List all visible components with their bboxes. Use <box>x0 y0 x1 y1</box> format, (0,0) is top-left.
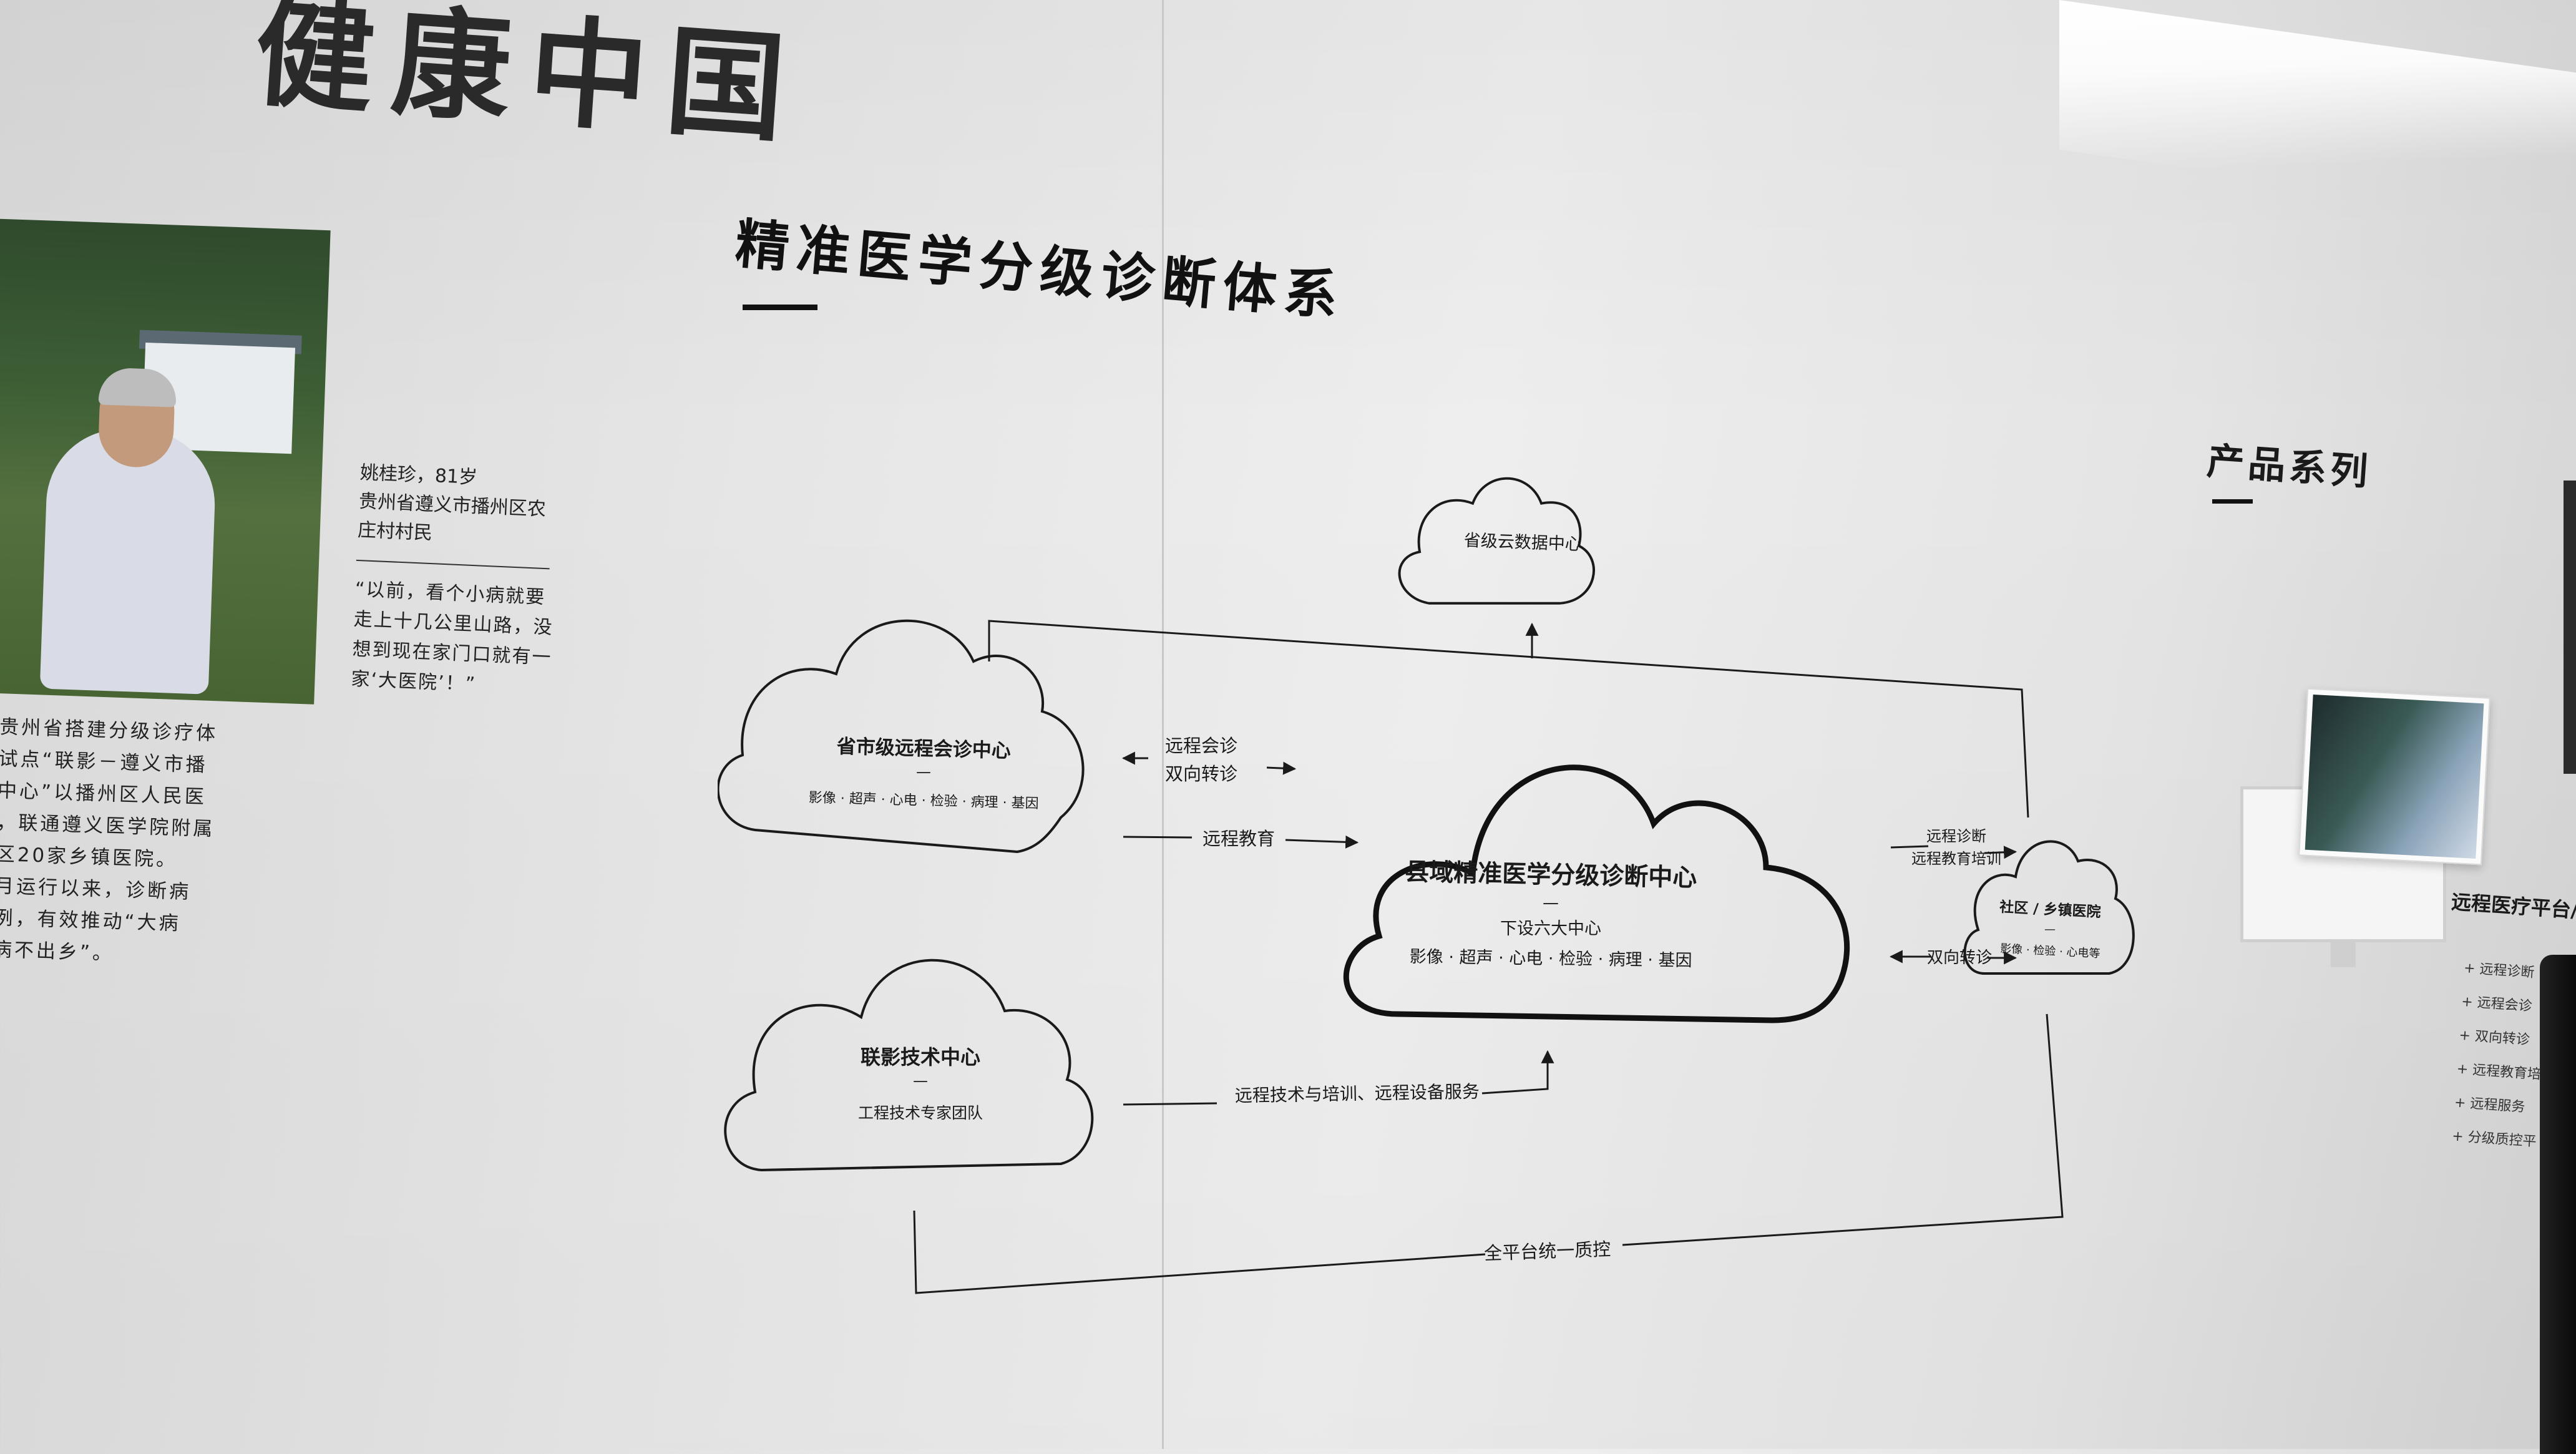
provincial-cloud-shape <box>1398 477 1595 605</box>
tech-service-line-left <box>1123 1102 1217 1106</box>
tech-center-cloud-shape <box>724 959 1094 1172</box>
city-center-cloud-shape <box>718 619 1085 854</box>
caption-divider <box>356 559 550 570</box>
two-way-referral-label-2: 双向转诊 <box>1927 949 1992 967</box>
title-underline <box>743 305 817 310</box>
product-series-underline <box>2212 499 2253 504</box>
community-cloud-shape <box>1963 840 2135 975</box>
remote-consult-label: 远程会诊 <box>1165 735 1237 756</box>
county-center-cloud-shape <box>1343 764 1850 1023</box>
tech-center-dash: — <box>913 1072 928 1090</box>
dark-panel-edge-top <box>2564 481 2576 774</box>
photo-caption: 姚桂珍，81岁 贵州省遵义市播州区农 庄村村民 “以前，看个小病就要 走上十几公… <box>351 459 560 703</box>
community-title: 社区 / 乡镇医院 <box>1999 899 2102 920</box>
arrow-to-community-diagnosis <box>1984 846 2017 859</box>
top-connector-line <box>988 620 2029 818</box>
provincial-cloud-label: 省级云数据中心 <box>1463 531 1582 555</box>
city-center-title: 省市级远程会诊中心 <box>836 735 1011 762</box>
monitor-stand <box>2331 939 2356 967</box>
dark-display-edge <box>2540 955 2576 1454</box>
quality-control-label: 全平台统一质控 <box>1484 1238 1611 1264</box>
diagram: 省级云数据中心 省市级远程会诊中心 — 影像 · 超声 · 心电 · 检验 · … <box>718 477 2135 1294</box>
quality-control-line <box>913 1210 1486 1294</box>
county-center-sub2: 影像 · 超声 · 心电 · 检验 · 病理 · 基因 <box>1410 947 1692 970</box>
city-center-subtitle: 影像 · 超声 · 心电 · 检验 · 病理 · 基因 <box>808 790 1038 812</box>
photo-person-body <box>39 426 218 695</box>
left-paragraph: 贵州省搭建分级诊疗体 试点“联影－遵义市播 中心”以播州区人民医 ，联通遵义医学… <box>0 711 218 973</box>
product-series-title: 产品系列 <box>2205 439 2373 495</box>
wall-panel-seam <box>1162 0 1164 1449</box>
diagnosis-line-left <box>1890 845 1929 849</box>
two-way-referral-label-1: 双向转诊 <box>1165 763 1237 784</box>
city-center-dash: — <box>916 763 931 781</box>
platform-feature-list: + 远程诊断 + 远程会诊 + 双向转诊 + 远程教育培 + 远程服务 + 分级… <box>2451 952 2549 1159</box>
platform-feature-item: + 远程服务 <box>2454 1095 2526 1116</box>
remote-diagnosis-label: 远程诊断 <box>1926 827 1986 845</box>
community-dash: — <box>2044 923 2056 936</box>
remote-education-label: 远程教育 <box>1203 828 1275 849</box>
portrait-photo <box>0 218 331 705</box>
caption-quote: “以前，看个小病就要 走上十几公里山路，没 想到现在家门口就有一 家‘大医院’！… <box>351 575 555 703</box>
county-center-sub1: 下设六大中心 <box>1500 919 1601 939</box>
tech-center-subtitle: 工程技术专家团队 <box>858 1104 983 1122</box>
county-center-title: 县域精准医学分级诊断中心 <box>1405 858 1697 892</box>
tech-training-service-label: 远程技术与培训、远程设备服务 <box>1235 1081 1480 1106</box>
arrow-to-county-education <box>1285 835 1359 849</box>
platform-feature-item: + 远程会诊 <box>2461 993 2533 1015</box>
tech-center-title: 联影技术中心 <box>861 1045 980 1069</box>
arrow-to-county-from-consult <box>1266 761 1297 775</box>
county-center-dash: — <box>1543 894 1559 912</box>
tablet-photo <box>2298 688 2491 866</box>
platform-feature-item: + 双向转诊 <box>2458 1027 2530 1048</box>
platform-feature-item: + 远程诊断 <box>2463 960 2535 981</box>
arrow-to-county-tech <box>1481 1050 1554 1095</box>
tablet-screen <box>2305 695 2484 859</box>
platform-feature-item: + 远程教育培 <box>2456 1061 2542 1083</box>
quality-control-line-right <box>1622 1013 2064 1246</box>
platform-feature-item: + 分级质控平 <box>2451 1128 2537 1150</box>
